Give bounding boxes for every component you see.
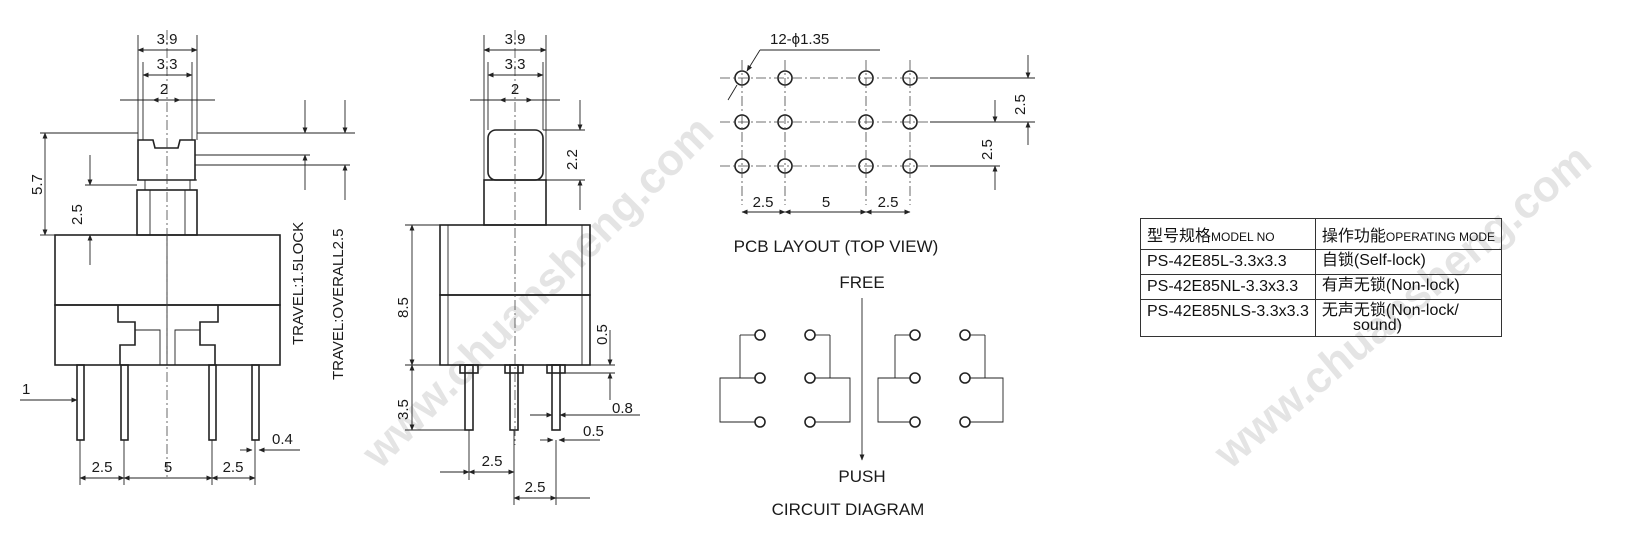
spec-table: 型号规格MODEL NO 操作功能OPERATING MODE PS-42E85… [1140, 218, 1503, 337]
svg-text:5.7: 5.7 [29, 174, 46, 195]
svg-text:2: 2 [511, 81, 519, 98]
svg-text:3.5: 3.5 [395, 399, 412, 420]
front-view: 3.9 3.3 2 2.2 8.5 3.5 0.5 0.8 [395, 30, 640, 505]
svg-text:2.5: 2.5 [979, 139, 996, 160]
table-row: PS-42E85L-3.3x3.3 自锁(Self-lock) [1140, 249, 1503, 275]
table-row: PS-42E85NLS-3.3x3.3 无声无锁(Non-lock/ sound… [1140, 299, 1503, 337]
svg-text:0.5: 0.5 [583, 423, 604, 440]
svg-text:5: 5 [164, 459, 172, 476]
svg-text:2.2: 2.2 [564, 149, 581, 170]
header-mode: 操作功能OPERATING MODE [1314, 218, 1503, 250]
svg-text:3.9: 3.9 [505, 31, 526, 48]
free-label: FREE [839, 273, 884, 292]
svg-text:3.9: 3.9 [157, 31, 178, 48]
side-view: 3.9 3.3 2 5.7 2.5 TRAVEL:1.5LOCK TRAVEL:… [20, 30, 355, 485]
pcb-caption: PCB LAYOUT (TOP VIEW) [734, 237, 939, 256]
svg-text:2.5: 2.5 [223, 459, 244, 476]
table-row: PS-42E85NL-3.3x3.3 有声无锁(Non-lock) [1140, 274, 1503, 300]
svg-text:TRAVEL:1.5LOCK: TRAVEL:1.5LOCK [290, 222, 307, 345]
svg-text:2.5: 2.5 [69, 204, 86, 225]
pcb-layout: 12-ϕ1.35 2.5 2.5 2.5 5 2.5 PCB LAYOUT (T… [720, 31, 1035, 256]
mode-cell: 有声无锁(Non-lock) [1314, 274, 1503, 300]
svg-text:2.5: 2.5 [92, 459, 113, 476]
table-header-row: 型号规格MODEL NO 操作功能OPERATING MODE [1140, 218, 1503, 250]
header-model: 型号规格MODEL NO [1140, 218, 1316, 250]
svg-text:0.4: 0.4 [272, 431, 293, 448]
svg-text:8.5: 8.5 [395, 297, 412, 318]
svg-text:3.3: 3.3 [505, 56, 526, 73]
model-cell: PS-42E85L-3.3x3.3 [1140, 249, 1316, 275]
svg-text:2.5: 2.5 [482, 453, 503, 470]
circuit-caption: CIRCUIT DIAGRAM [772, 500, 925, 519]
svg-text:0.8: 0.8 [612, 400, 633, 417]
svg-text:12-ϕ1.35: 12-ϕ1.35 [770, 31, 829, 48]
svg-text:5: 5 [822, 194, 830, 211]
model-cell: PS-42E85NL-3.3x3.3 [1140, 274, 1316, 300]
mode-cell: 自锁(Self-lock) [1314, 249, 1503, 275]
circuit-diagram: FREE PUSH CIRCUIT DIAGRAM [719, 273, 1004, 519]
svg-text:2.5: 2.5 [525, 479, 546, 496]
svg-text:3.3: 3.3 [157, 56, 178, 73]
svg-text:2.5: 2.5 [753, 194, 774, 211]
svg-text:2.5: 2.5 [878, 194, 899, 211]
svg-text:1: 1 [22, 381, 30, 398]
svg-text:2: 2 [160, 81, 168, 98]
svg-text:2.5: 2.5 [1012, 94, 1029, 115]
model-cell: PS-42E85NLS-3.3x3.3 [1140, 299, 1316, 337]
svg-text:www.chuansheng.com: www.chuansheng.com [352, 106, 723, 477]
push-label: PUSH [838, 467, 885, 486]
svg-text:TRAVEL:OVERALL2.5: TRAVEL:OVERALL2.5 [330, 229, 347, 380]
mode-cell: 无声无锁(Non-lock/ sound) [1314, 299, 1503, 337]
svg-text:0.5: 0.5 [594, 324, 611, 345]
